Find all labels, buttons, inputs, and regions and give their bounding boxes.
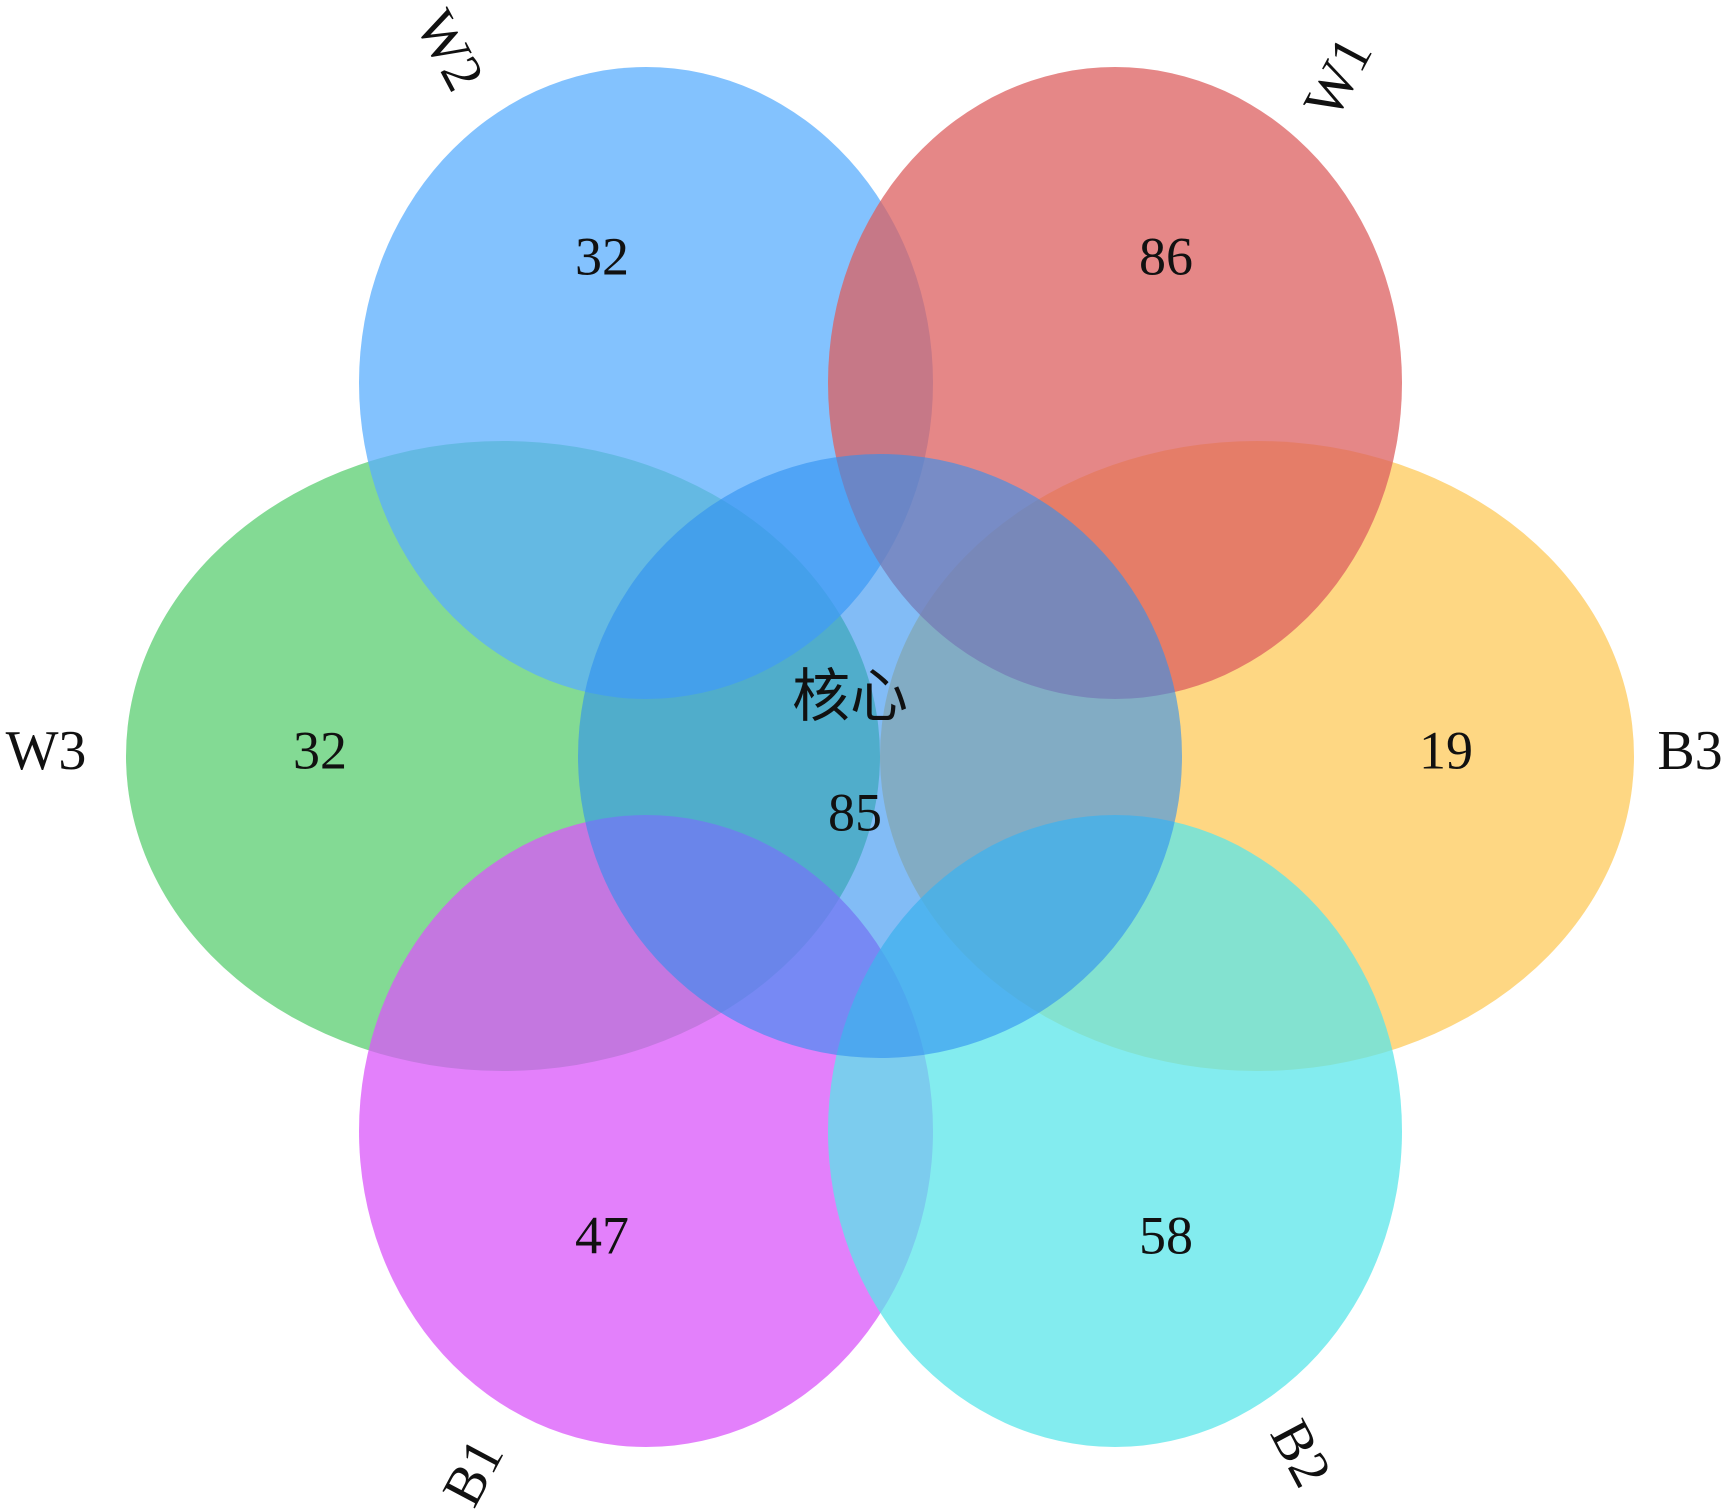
count-w2: 32	[575, 226, 629, 286]
count-w1: 86	[1139, 226, 1193, 286]
set-label-w3: W3	[6, 720, 87, 782]
set-label-b3: B3	[1657, 720, 1722, 782]
count-w3: 32	[293, 720, 347, 780]
set-label-w1: W1	[1292, 27, 1385, 128]
core-count: 85	[828, 782, 882, 842]
count-b3: 19	[1419, 720, 1473, 780]
set-label-b1: B1	[431, 1429, 516, 1512]
set-label-w2: W2	[403, 0, 496, 101]
count-b2: 58	[1139, 1205, 1193, 1265]
core-label: 核心	[792, 662, 908, 730]
set-label-b2: B2	[1258, 1410, 1343, 1497]
count-b1: 47	[575, 1205, 629, 1265]
core-circle	[578, 454, 1182, 1058]
